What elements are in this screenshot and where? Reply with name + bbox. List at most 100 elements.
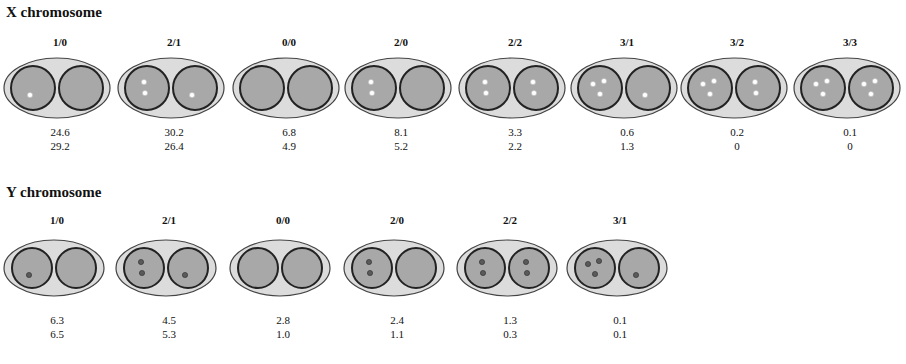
signal-dot — [861, 81, 866, 86]
cell-ellipse — [345, 58, 451, 118]
nucleus-pair-cell: 2/08.15.2 — [342, 34, 460, 153]
signal-dot — [601, 78, 606, 83]
cell-ellipse — [459, 58, 565, 118]
cell-outline — [1, 50, 113, 125]
signal-dot — [530, 79, 535, 84]
nucleus-circle — [288, 66, 332, 110]
signal-dot — [479, 259, 484, 264]
signal-dot — [868, 91, 873, 96]
cell-ellipse — [344, 240, 444, 296]
frequency-value: 29.2 — [1, 139, 119, 153]
nucleus-circle — [173, 66, 217, 110]
nucleus-pair-cell: 3/10.61.3 — [568, 34, 686, 153]
nucleus-pair-cell: 3/30.10 — [791, 34, 906, 153]
frequency-value: 2.2 — [456, 139, 574, 153]
nucleus-circle — [238, 248, 278, 288]
frequency-value: 4.9 — [230, 139, 348, 153]
nucleus-circle — [578, 66, 622, 110]
signal-dot — [642, 92, 647, 97]
nucleus-circle — [12, 248, 52, 288]
cell-ellipse — [233, 58, 339, 118]
count-label: 3/1 — [568, 34, 686, 50]
count-label: 2/1 — [110, 212, 228, 228]
nucleus-circle — [59, 66, 103, 110]
cell-illustration — [115, 50, 233, 125]
nucleus-pair-cell: 2/2 3.32.2 — [456, 34, 574, 153]
cell-illustration — [338, 228, 456, 313]
signal-dot — [585, 261, 590, 266]
count-label: 3/2 — [678, 34, 796, 50]
signal-dot — [813, 81, 818, 86]
signal-dot — [820, 91, 825, 96]
count-label: 2/2 — [456, 34, 574, 50]
count-label: 0/0 — [230, 34, 348, 50]
signal-dot — [368, 79, 373, 84]
frequency-value: 1.0 — [224, 327, 342, 341]
signal-dot — [483, 90, 488, 95]
nucleus-circle — [124, 248, 164, 288]
signal-dot — [633, 272, 638, 277]
cell-outline — [678, 50, 790, 125]
nucleus-circle — [688, 66, 732, 110]
signal-dot — [369, 90, 374, 95]
nucleus-circle — [466, 66, 510, 110]
cell-ellipse — [118, 58, 224, 118]
count-label: 2/2 — [451, 212, 569, 228]
signal-dot — [752, 79, 757, 84]
signal-dot — [523, 259, 528, 264]
cell-ellipse — [230, 240, 330, 296]
count-label: 2/1 — [115, 34, 233, 50]
cell-outline — [230, 50, 342, 125]
signal-dot — [142, 90, 147, 95]
frequency-value: 0.3 — [451, 327, 569, 341]
signal-dot — [531, 90, 536, 95]
count-label: 3/1 — [561, 212, 679, 228]
cell-outline — [791, 50, 903, 125]
signal-dot — [141, 79, 146, 84]
signal-dot — [138, 259, 143, 264]
count-label: 1/0 — [0, 212, 116, 228]
nucleus-circle — [801, 66, 845, 110]
count-label: 1/0 — [1, 34, 119, 50]
frequency-value: 4.5 — [110, 313, 228, 327]
frequency-value: 5.3 — [110, 327, 228, 341]
frequency-value: 1.3 — [568, 139, 686, 153]
signal-dot — [596, 258, 601, 263]
nucleus-circle — [125, 66, 169, 110]
nucleus-pair-cell: 2/1 4.55.3 — [110, 212, 228, 341]
cell-ellipse — [571, 58, 677, 118]
frequency-value: 3.3 — [456, 125, 574, 139]
frequency-value: 2.4 — [338, 313, 456, 327]
nucleus-circle — [56, 248, 96, 288]
signal-dot — [753, 90, 758, 95]
cell-illustration — [561, 228, 679, 313]
signal-dot — [182, 272, 187, 277]
frequency-value: 0.1 — [561, 327, 679, 341]
nucleus-circle — [514, 66, 558, 110]
frequency-value: 6.5 — [0, 327, 116, 341]
cell-illustration — [678, 50, 796, 125]
nucleus-circle — [736, 66, 780, 110]
frequency-value: 26.4 — [115, 139, 233, 153]
cell-outline — [451, 228, 563, 313]
nucleus-pair-cell: 2/130.226.4 — [115, 34, 233, 153]
cell-ellipse — [681, 58, 787, 118]
signal-dot — [592, 271, 597, 276]
frequency-value: 0 — [791, 139, 906, 153]
frequency-value: 0.2 — [678, 125, 796, 139]
cell-ellipse — [4, 58, 110, 118]
signal-dot — [700, 81, 705, 86]
frequency-value: 6.3 — [0, 313, 116, 327]
nucleus-circle — [619, 248, 659, 288]
cell-ellipse — [116, 240, 216, 296]
frequency-value: 0.1 — [791, 125, 906, 139]
cell-outline — [568, 50, 680, 125]
cell-illustration — [568, 50, 686, 125]
frequency-value: 2.8 — [224, 313, 342, 327]
frequency-value: 0.1 — [561, 313, 679, 327]
signal-dot — [367, 270, 372, 275]
signal-dot — [597, 91, 602, 96]
nucleus-circle — [240, 66, 284, 110]
signal-dot — [590, 81, 595, 86]
frequency-value: 5.2 — [342, 139, 460, 153]
